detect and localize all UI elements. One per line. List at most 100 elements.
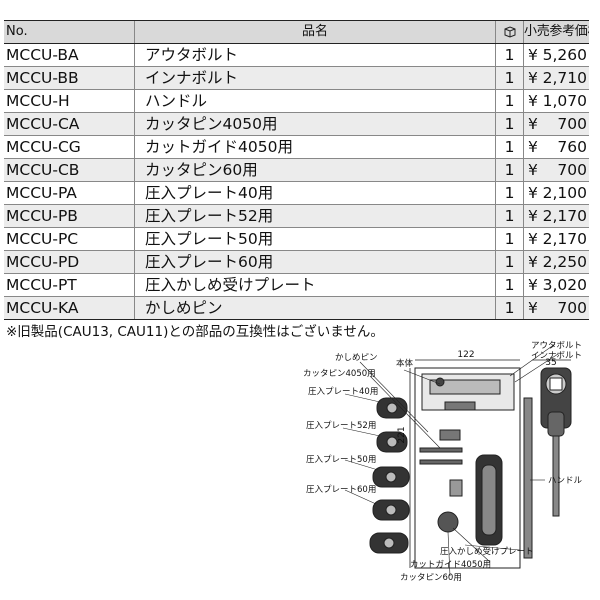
label-cut-guide: カットガイド4050用: [410, 559, 491, 570]
dim-handle-width: 35: [545, 358, 556, 368]
cell-no: MCCU-PC: [4, 227, 135, 251]
cell-qty: 1: [495, 181, 524, 205]
cell-price: ¥5,260: [523, 43, 589, 67]
price-value: 2,250: [542, 253, 587, 271]
label-plate-52: 圧入プレート52用: [306, 421, 376, 431]
yen-symbol: ¥: [528, 184, 538, 202]
price-value: 2,100: [542, 184, 587, 202]
yen-symbol: ¥: [528, 115, 538, 133]
dimension-lines: [409, 359, 571, 568]
cell-price: ¥1,070: [523, 89, 589, 113]
label-plate-50: 圧入プレート50用: [306, 455, 376, 465]
label-receive-plate: 圧入かしめ受けプレート: [440, 546, 534, 557]
cell-qty: 1: [495, 135, 524, 159]
price-value: 3,020: [542, 276, 587, 294]
yen-symbol: ¥: [528, 253, 538, 271]
cell-no: MCCU-CG: [4, 135, 135, 159]
cell-qty: 1: [495, 204, 524, 228]
dim-height: 221: [397, 426, 407, 443]
cell-name: アウタボルト: [134, 43, 496, 67]
cell-no: MCCU-PT: [4, 273, 135, 297]
cell-no: MCCU-H: [4, 89, 135, 113]
yen-symbol: ¥: [528, 207, 538, 225]
cell-qty: 1: [495, 66, 524, 90]
label-handle: ハンドル: [548, 476, 583, 486]
cell-price: ¥700: [523, 112, 589, 136]
cell-qty: 1: [495, 89, 524, 113]
cell-no: MCCU-CA: [4, 112, 135, 136]
cell-no: MCCU-KA: [4, 296, 135, 320]
cell-name: 圧入プレート52用: [134, 204, 496, 228]
cell-price: ¥2,170: [523, 204, 589, 228]
parts-table: No. 品名 小売参考価格 MCCU-BAアウタボルト1¥5,260MCCU-B…: [4, 20, 589, 320]
header-price: 小売参考価格: [523, 20, 589, 44]
compatibility-note: ※旧製品(CAU13, CAU11)との部品の互換性はございません。: [6, 324, 384, 340]
price-value: 700: [557, 115, 587, 133]
cell-name: カッタピン4050用: [134, 112, 496, 136]
price-value: 700: [557, 299, 587, 317]
price-value: 2,710: [542, 69, 587, 87]
cell-qty: 1: [495, 227, 524, 251]
cell-price: ¥700: [523, 158, 589, 182]
cell-price: ¥2,250: [523, 250, 589, 274]
label-inner-bolt: インナボルト: [531, 351, 582, 361]
label-kashime-pin: かしめピン: [335, 353, 378, 363]
cell-no: MCCU-CB: [4, 158, 135, 182]
dim-width: 122: [457, 350, 474, 360]
yen-symbol: ¥: [528, 46, 538, 64]
yen-symbol: ¥: [528, 299, 538, 317]
yen-symbol: ¥: [528, 69, 538, 87]
tool-case-body: [414, 367, 521, 569]
label-cutter-pin-4050: カッタピン4050用: [303, 369, 376, 379]
price-value: 5,260: [542, 46, 587, 64]
price-value: 1,070: [542, 92, 587, 110]
header-qty: [495, 20, 524, 44]
leader-lines: [342, 343, 559, 577]
yen-symbol: ¥: [528, 230, 538, 248]
price-value: 2,170: [542, 230, 587, 248]
cell-name: ハンドル: [134, 89, 496, 113]
label-body: 本体: [396, 358, 414, 369]
cell-no: MCCU-PA: [4, 181, 135, 205]
label-plate-60: 圧入プレート60用: [306, 485, 376, 495]
cell-name: 圧入プレート50用: [134, 227, 496, 251]
cell-qty: 1: [495, 112, 524, 136]
price-value: 2,170: [542, 207, 587, 225]
cell-qty: 1: [495, 296, 524, 320]
cell-name: かしめピン: [134, 296, 496, 320]
cell-qty: 1: [495, 158, 524, 182]
cell-name: カッタピン60用: [134, 158, 496, 182]
yen-symbol: ¥: [528, 138, 538, 156]
cell-no: MCCU-BA: [4, 43, 135, 67]
cell-name: インナボルト: [134, 66, 496, 90]
cell-price: ¥760: [523, 135, 589, 159]
cell-price: ¥2,100: [523, 181, 589, 205]
header-no: No.: [4, 20, 135, 44]
label-cutter-pin-60: カッタピン60用: [400, 573, 462, 583]
cell-price: ¥3,020: [523, 273, 589, 297]
box-icon: [504, 26, 515, 38]
cell-qty: 1: [495, 43, 524, 67]
cell-name: 圧入かしめ受けプレート: [134, 273, 496, 297]
cell-name: 圧入プレート40用: [134, 181, 496, 205]
label-plate-40: 圧入プレート40用: [308, 387, 378, 397]
cell-qty: 1: [495, 250, 524, 274]
outer-bolt-topview: [540, 367, 572, 517]
cell-no: MCCU-BB: [4, 66, 135, 90]
cell-qty: 1: [495, 273, 524, 297]
header-name: 品名: [134, 20, 496, 44]
label-outer-bolt: アウタボルト: [531, 341, 582, 351]
cell-no: MCCU-PD: [4, 250, 135, 274]
price-value: 760: [557, 138, 587, 156]
